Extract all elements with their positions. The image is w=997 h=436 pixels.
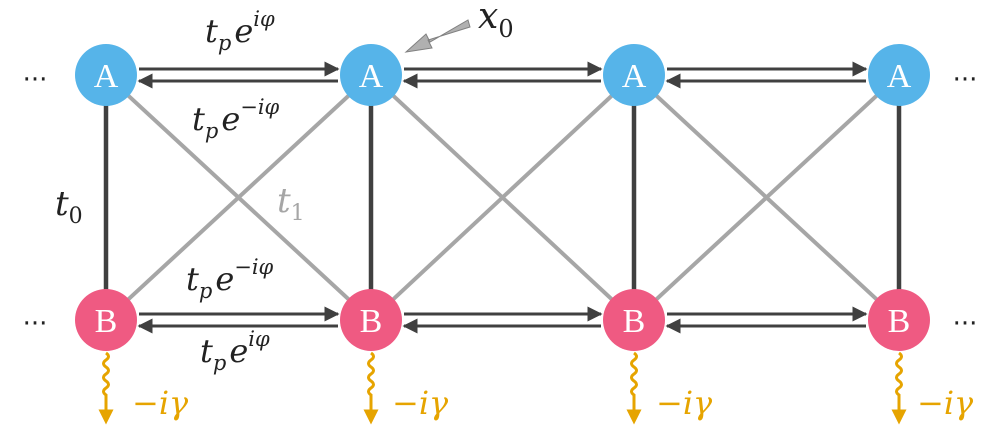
vertical-bonds	[103, 75, 902, 320]
site-a-4	[868, 44, 930, 106]
left-ellipsis-top: ···	[23, 65, 48, 95]
site-b-label-1: B	[95, 303, 118, 340]
site-b-3	[603, 289, 665, 351]
loss-channel-3	[626, 351, 642, 425]
site-b-label-3: B	[623, 303, 646, 340]
site-a-label-1: A	[94, 58, 119, 95]
site-a-2	[340, 44, 402, 106]
site-a-label-4: A	[887, 58, 912, 95]
diagonal-bond-2-b	[369, 73, 636, 322]
loss-channel-4	[891, 351, 907, 425]
site-a-1	[75, 44, 137, 106]
site-b-label-4: B	[888, 303, 911, 340]
loss-channel-2	[363, 351, 379, 425]
loss-label-4: −iγ	[917, 384, 974, 422]
site-a-3	[603, 44, 665, 106]
site-b-4	[868, 289, 930, 351]
diagonal-bond-3-b	[632, 73, 901, 322]
right-ellipsis-bottom: ···	[953, 309, 978, 339]
site-a-label-2: A	[359, 58, 384, 95]
site-a-label-3: A	[622, 58, 647, 95]
horizontal-hoppings	[137, 61, 868, 334]
loss-label-2: −iγ	[392, 384, 449, 422]
label-backward-bottom: tpeiφ	[200, 327, 270, 375]
label-vertical-hopping: t0	[55, 184, 83, 229]
label-forward-top: tpeiφ	[205, 7, 275, 55]
loss-channels	[98, 351, 907, 425]
origin-label: x0	[478, 0, 514, 43]
origin-pointer-arrow	[404, 19, 471, 53]
label-backward-top: tpe−iφ	[192, 95, 280, 143]
site-b-1	[75, 289, 137, 351]
loss-channel-1	[98, 351, 114, 425]
left-ellipsis-bottom: ···	[23, 309, 48, 339]
lattice-sites: A B A B A B A B	[75, 44, 930, 351]
label-diagonal-hopping: t1	[277, 181, 305, 226]
diagonal-bonds	[104, 73, 901, 322]
loss-label-3: −iγ	[656, 384, 713, 422]
diagonal-bond-1-b	[104, 73, 373, 322]
site-b-label-2: B	[360, 303, 383, 340]
label-forward-bottom: tpe−iφ	[186, 255, 274, 303]
site-b-2	[340, 289, 402, 351]
loss-label-1: −iγ	[132, 384, 189, 422]
right-ellipsis-top: ···	[953, 65, 978, 95]
